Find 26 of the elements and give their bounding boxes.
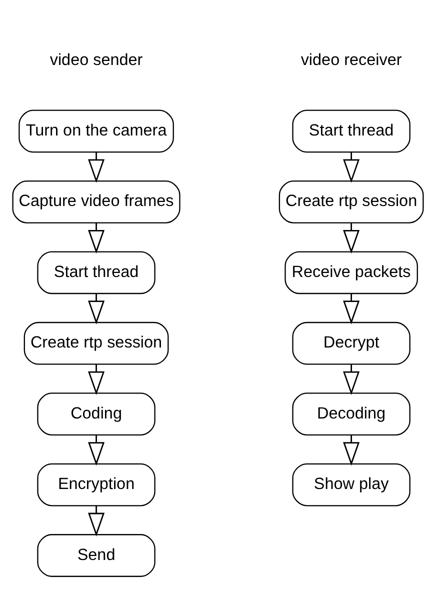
arrow: [343, 364, 360, 395]
node-box: Show play: [292, 462, 410, 506]
label: video sender: [50, 50, 143, 68]
node-box: Send: [37, 534, 156, 576]
node-box: Capture video frames: [12, 180, 180, 223]
arrow: [88, 434, 105, 466]
node-box: Receive packets: [284, 250, 418, 294]
arrow: [88, 293, 105, 324]
node-box: Decrypt: [292, 321, 410, 364]
arrow: [343, 222, 360, 254]
node-box: Start thread: [37, 250, 156, 294]
node-box: Create rtp session: [24, 321, 169, 364]
node-box: Start thread: [292, 109, 410, 152]
label: video receiver: [300, 50, 402, 68]
arrow: [88, 364, 105, 395]
arrow: [88, 222, 105, 254]
node-box: Encryption: [37, 462, 156, 506]
node-box: Coding: [37, 392, 156, 436]
arrow: [88, 505, 105, 536]
node-box: Create rtp session: [278, 180, 424, 223]
node-box: Decoding: [292, 392, 410, 436]
arrow: [343, 434, 360, 466]
arrow: [88, 152, 105, 182]
arrow: [343, 152, 360, 182]
arrow: [343, 293, 360, 324]
node-box: Turn on the camera: [18, 109, 174, 152]
